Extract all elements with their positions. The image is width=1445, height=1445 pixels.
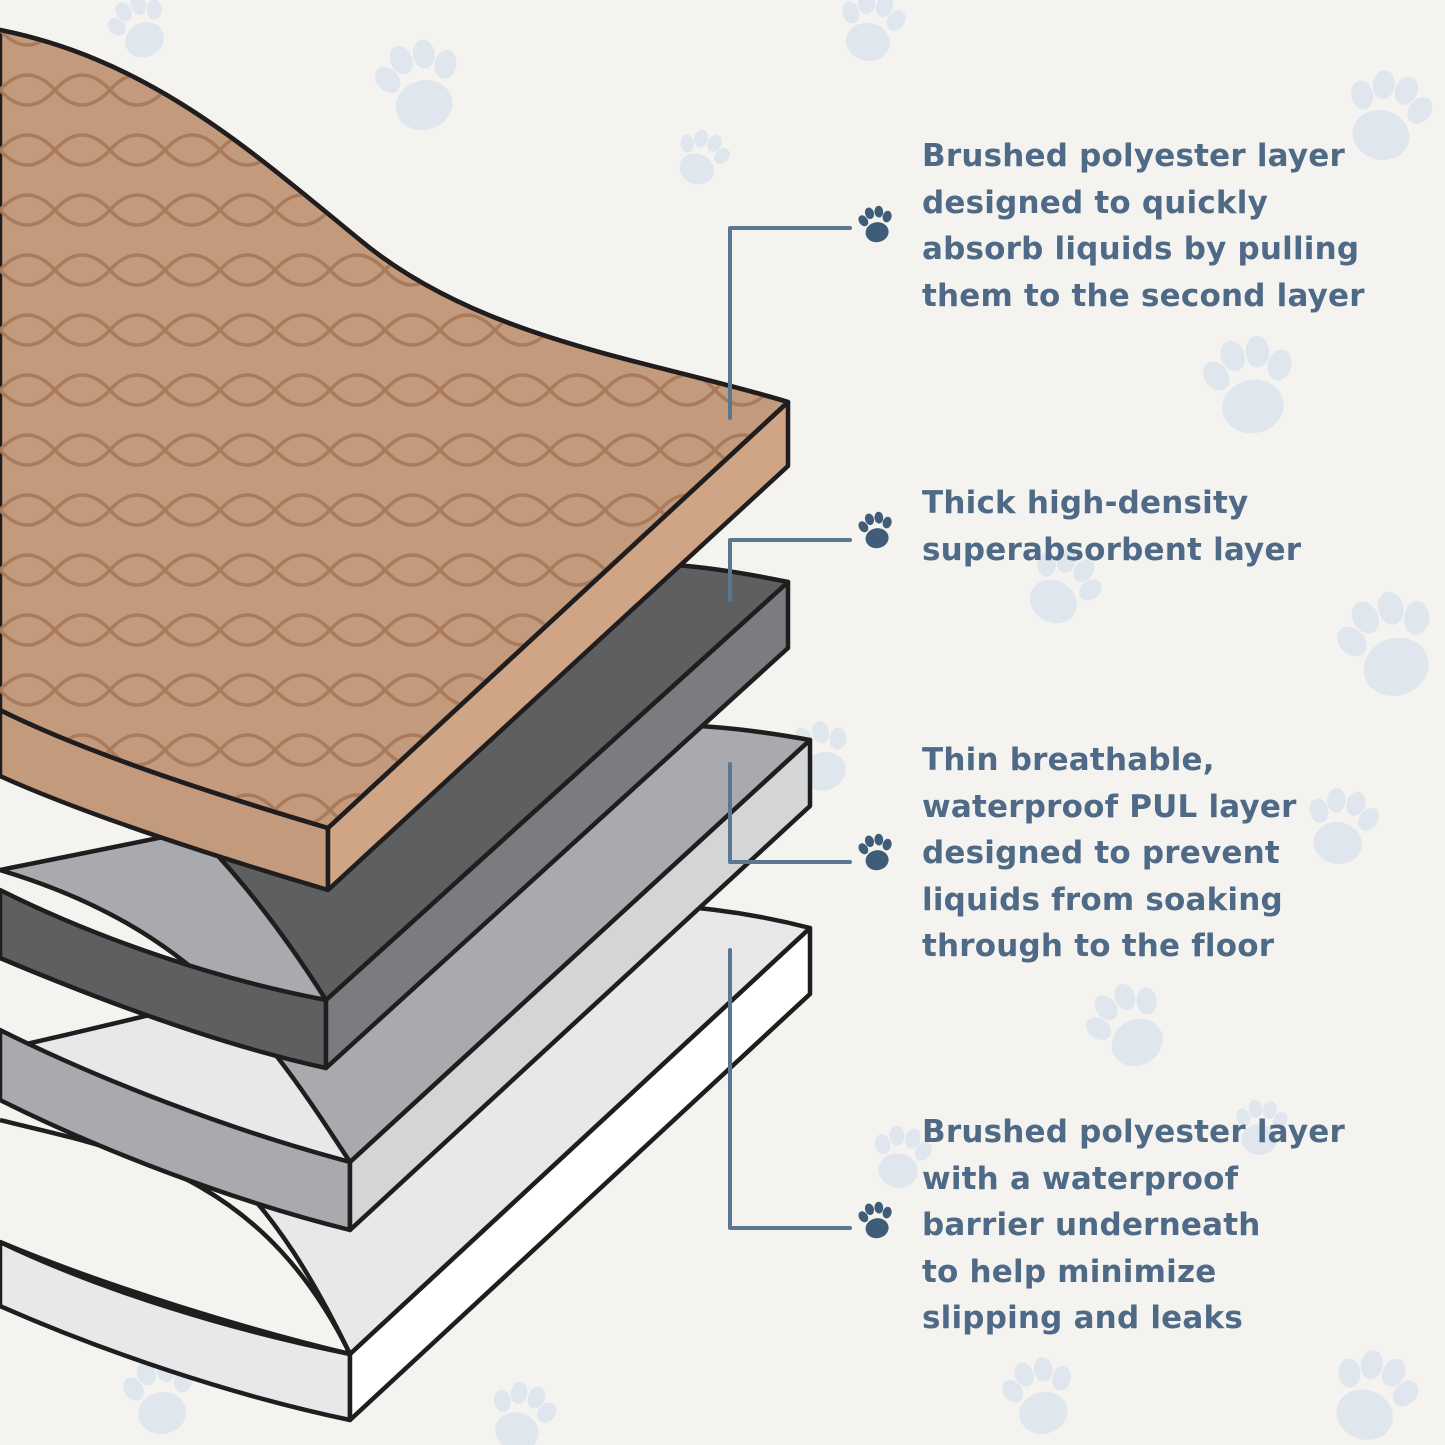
callout-line: liquids from soaking (922, 881, 1283, 918)
callout-line: slipping and leaks (922, 1300, 1243, 1336)
leader-line-third (728, 762, 852, 864)
leader-line-bottom (728, 948, 852, 1230)
callout-line: waterproof PUL layer (922, 788, 1297, 825)
callout-line: barrier underneath (922, 1207, 1261, 1243)
callout-line: superabsorbent layer (922, 531, 1302, 568)
callout-line: Thick high-density (922, 485, 1249, 521)
leader-line-top (728, 226, 852, 420)
callout-line: Brushed polyester layer (922, 138, 1345, 174)
callout-top-layer: Brushed polyester layer designed to quic… (922, 133, 1422, 319)
leader-line-second (728, 538, 852, 602)
callout-bottom-layer: Brushed polyester layer with a waterproo… (922, 1109, 1422, 1342)
callout-line: designed to prevent (922, 835, 1280, 871)
callout-second-layer: Thick high-density superabsorbent layer (922, 480, 1422, 573)
callout-line: them to the second layer (922, 277, 1365, 314)
callout-line: with a waterproof (922, 1160, 1239, 1197)
callout-line: through to the floor (922, 928, 1275, 964)
callout-line: absorb liquids by pulling (922, 231, 1360, 267)
callout-third-layer: Thin breathable, waterproof PUL layer de… (922, 737, 1422, 970)
callout-line: Brushed polyester layer (922, 1114, 1345, 1150)
leader-lines (728, 226, 852, 1230)
callout-line: Thin breathable, (922, 742, 1215, 778)
callout-line: to help minimize (922, 1253, 1217, 1290)
callout-line: designed to quickly (922, 184, 1268, 221)
